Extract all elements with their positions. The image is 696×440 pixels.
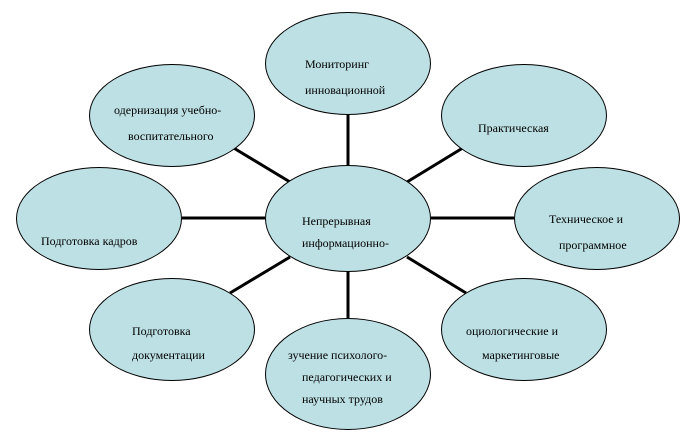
- node-documentation: Подготовка документации: [89, 278, 255, 381]
- node-practical-line1: Практическая: [478, 121, 549, 135]
- node-staff-training-line1: Подготовка кадров: [41, 234, 138, 248]
- node-practical: Практическая: [441, 64, 607, 167]
- node-modernization-line1: одернизация учебно-: [114, 103, 222, 117]
- node-center-line1: Непрерывная: [302, 214, 371, 228]
- node-documentation-line1: Подготовка: [132, 324, 191, 338]
- node-modernization: одернизация учебно- воспитательного: [89, 64, 255, 167]
- node-research: зучение психолого- педагогических и науч…: [265, 318, 431, 430]
- node-technical-line1: Техническое и: [549, 212, 623, 226]
- node-modernization-line2: воспитательного: [128, 129, 214, 143]
- connector-top-left: [231, 145, 291, 184]
- node-monitoring-line2: инновационной: [305, 83, 386, 97]
- connector-top-right: [406, 144, 467, 184]
- node-sociological-line2: маркетинговые: [482, 348, 560, 362]
- node-technical: Техническое и программное: [514, 167, 680, 270]
- node-center: Непрерывная информационно-: [265, 165, 431, 272]
- node-monitoring-line1: Мониторинг: [305, 57, 370, 71]
- node-center-line2: информационно-: [302, 236, 389, 250]
- connector-bottom-right: [406, 255, 467, 295]
- node-research-line1: зучение психолого-: [288, 348, 388, 362]
- node-sociological: оциологические и маркетинговые: [441, 278, 607, 381]
- node-staff-training: Подготовка кадров: [16, 167, 182, 270]
- connector-bottom-left: [229, 255, 291, 295]
- node-research-line3: научных трудов: [302, 392, 383, 406]
- node-research-line2: педагогических и: [302, 370, 392, 384]
- node-technical-line2: программное: [559, 238, 627, 252]
- node-sociological-line1: оциологические и: [466, 324, 559, 338]
- node-monitoring: Мониторинг инновационной: [265, 12, 431, 115]
- node-documentation-line2: документации: [132, 348, 205, 362]
